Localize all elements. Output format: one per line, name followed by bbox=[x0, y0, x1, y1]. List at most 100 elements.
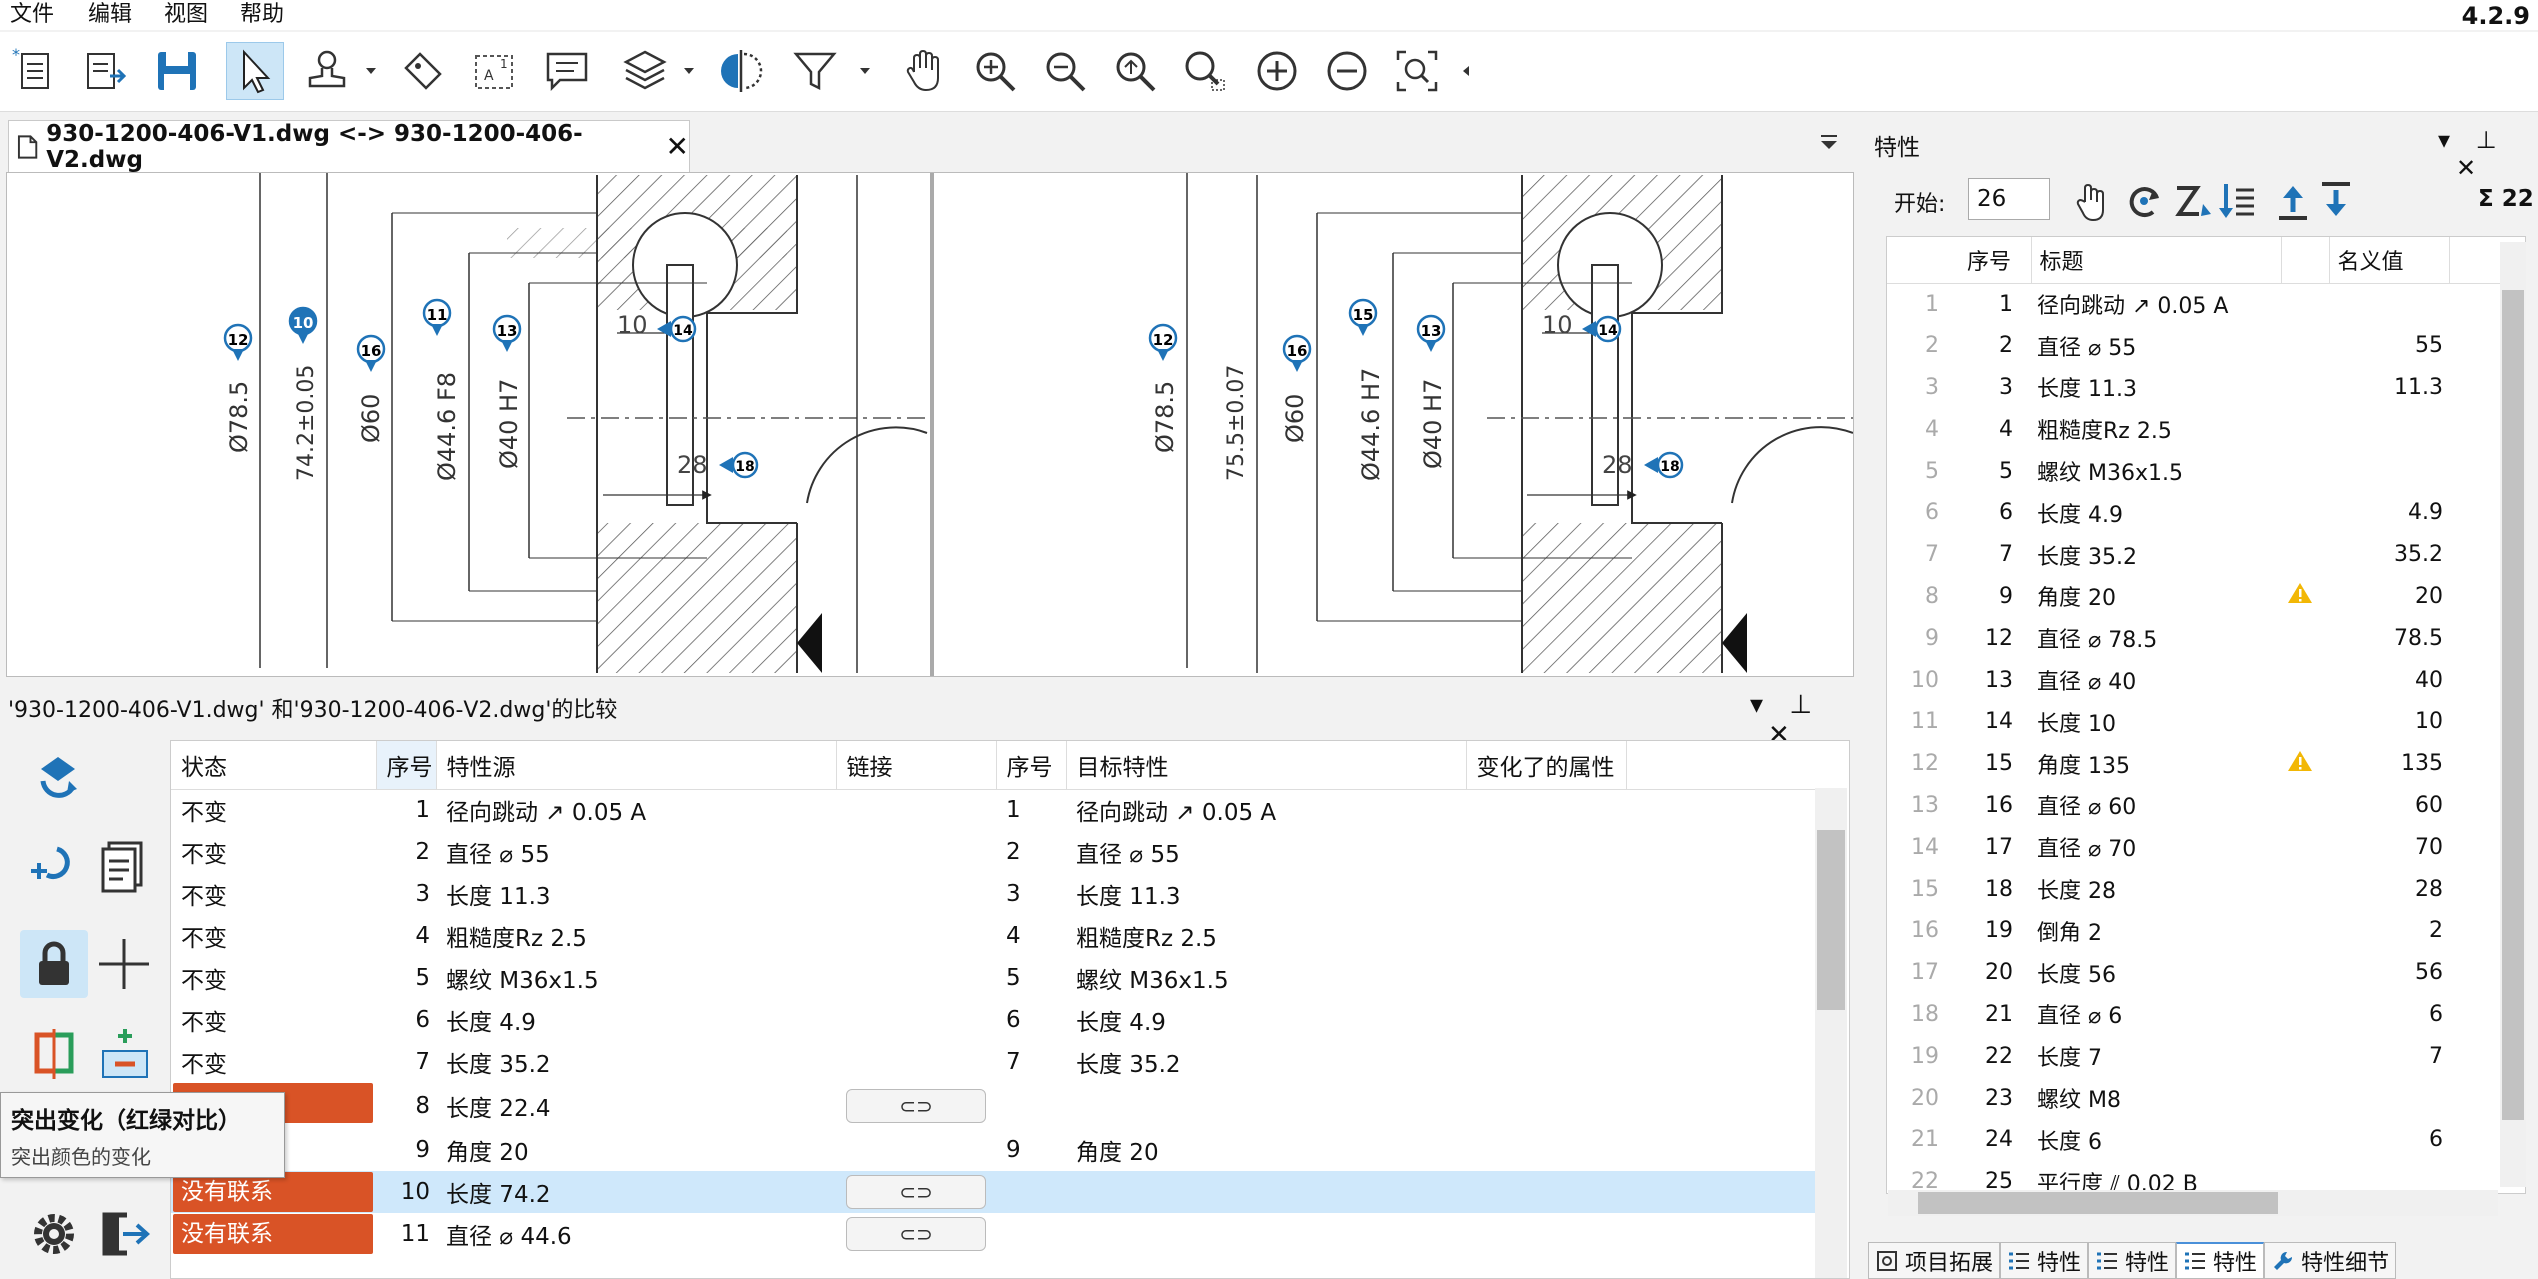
balloon-v1-14[interactable]: 14 bbox=[657, 315, 697, 343]
sort-list-icon[interactable] bbox=[2216, 180, 2258, 222]
pan-hand-icon[interactable] bbox=[896, 42, 954, 100]
document-tab[interactable]: 930-1200-406-V1.dwg <-> 930-1200-406-V2.… bbox=[8, 120, 690, 173]
stamp-icon[interactable] bbox=[298, 42, 356, 100]
renumber-icon[interactable] bbox=[2123, 180, 2165, 222]
balloon-v2-15[interactable]: 15 bbox=[1348, 298, 1378, 336]
link-button[interactable]: ⊂⊃ bbox=[846, 1089, 986, 1123]
split-compare-icon[interactable] bbox=[20, 1020, 88, 1088]
properties-scroll-thumb[interactable] bbox=[2502, 290, 2524, 1120]
tab-properties-2[interactable]: 特性 bbox=[2088, 1242, 2177, 1279]
properties-menu-icon[interactable]: ▾ bbox=[2438, 126, 2451, 154]
start-number-input[interactable]: 26 bbox=[1968, 178, 2050, 220]
exit-icon[interactable] bbox=[90, 1200, 158, 1268]
tab-properties-3[interactable]: 特性 bbox=[2176, 1242, 2265, 1279]
balloon-v1-18[interactable]: 18 bbox=[719, 451, 759, 479]
balloon-v1-16[interactable]: 16 bbox=[356, 334, 386, 372]
move-top-icon[interactable] bbox=[2273, 180, 2313, 222]
balloon-v2-14[interactable]: 14 bbox=[1582, 315, 1622, 343]
report-icon[interactable] bbox=[90, 832, 158, 900]
filter-icon[interactable] bbox=[786, 42, 844, 100]
column-header-changed[interactable]: 变化了的属性 bbox=[1466, 741, 1627, 790]
comment-icon[interactable] bbox=[538, 42, 596, 100]
link-button[interactable]: ⊂⊃ bbox=[846, 1175, 986, 1209]
balloon-v1-12[interactable]: 12 bbox=[223, 323, 253, 361]
menu-help[interactable]: 帮助 bbox=[240, 2, 285, 27]
column-header-src-no[interactable]: 序号 bbox=[376, 741, 437, 790]
layers-icon[interactable] bbox=[616, 42, 674, 100]
compare-icon[interactable] bbox=[712, 42, 770, 100]
drawing-comparison-view[interactable]: Ø78.5 74.2±0.05 Ø60 Ø44.6 F8 Ø40 H7 10 2… bbox=[6, 172, 1854, 677]
tab-properties-1[interactable]: 特性 bbox=[2000, 1242, 2089, 1279]
column-header-source[interactable]: 特性源 bbox=[436, 741, 837, 790]
prop-header-title[interactable]: 标题 bbox=[2031, 237, 2282, 284]
link-button[interactable]: ⊂⊃ bbox=[846, 1217, 986, 1251]
move-bottom-icon[interactable] bbox=[2316, 180, 2356, 222]
cad-drawings[interactable]: Ø78.5 74.2±0.05 Ø60 Ø44.6 F8 Ø40 H7 10 2… bbox=[7, 173, 1854, 676]
properties-close-icon[interactable]: ✕ bbox=[2456, 154, 2477, 182]
prop-header-nominal[interactable]: 名义值 bbox=[2329, 237, 2450, 284]
document-tab-close-icon[interactable]: ✕ bbox=[665, 130, 689, 163]
column-header-status[interactable]: 状态 bbox=[171, 741, 377, 790]
pick-hand-icon[interactable] bbox=[2073, 180, 2113, 222]
column-header-link[interactable]: 链接 bbox=[836, 741, 997, 790]
settings-gear-icon[interactable] bbox=[20, 1200, 88, 1268]
balloon-v2-12[interactable]: 12 bbox=[1148, 323, 1178, 361]
refresh-compare-icon[interactable] bbox=[24, 746, 92, 814]
drawing-v1[interactable]: Ø78.5 74.2±0.05 Ø60 Ø44.6 F8 Ø40 H7 10 2… bbox=[223, 173, 928, 673]
highlight-changes-icon[interactable] bbox=[90, 1020, 158, 1088]
layers-dropdown-icon[interactable] bbox=[682, 64, 696, 78]
tab-list-menu-icon[interactable] bbox=[1818, 130, 1840, 152]
properties-hscroll-thumb[interactable] bbox=[1918, 1192, 2278, 1214]
prop-header-no[interactable]: 序号 bbox=[1959, 237, 2032, 284]
stamp-dropdown-icon[interactable] bbox=[364, 64, 378, 78]
crosshair-icon[interactable] bbox=[90, 930, 158, 998]
zoom-extents-icon[interactable] bbox=[1388, 42, 1446, 100]
balloon-v2-13[interactable]: 13 bbox=[1416, 314, 1446, 352]
more-tools-icon[interactable] bbox=[1460, 64, 1474, 78]
tab-property-details[interactable]: 特性细节 bbox=[2264, 1242, 2397, 1279]
comparison-scroll-thumb[interactable] bbox=[1817, 830, 1845, 1010]
tab-project-extension[interactable]: 项目拓展 bbox=[1868, 1242, 2001, 1279]
properties-pin-icon[interactable]: ⊥ bbox=[2475, 126, 2497, 154]
column-header-target[interactable]: 目标特性 bbox=[1066, 741, 1467, 790]
new-document-icon[interactable]: * bbox=[6, 42, 64, 100]
zoom-window-icon[interactable] bbox=[1176, 42, 1234, 100]
menu-view[interactable]: 视图 bbox=[164, 2, 209, 27]
balloon-v1-11[interactable]: 11 bbox=[422, 298, 452, 336]
select-pointer-icon[interactable] bbox=[226, 42, 284, 100]
panel-menu-icon[interactable]: ▾ bbox=[1750, 690, 1764, 720]
zoom-fit-icon[interactable] bbox=[1106, 42, 1164, 100]
panel-pin-icon[interactable]: ⊥ bbox=[1789, 690, 1812, 720]
menu-file[interactable]: 文件 bbox=[10, 2, 55, 27]
column-header-target-no[interactable]: 序号 bbox=[996, 741, 1067, 790]
